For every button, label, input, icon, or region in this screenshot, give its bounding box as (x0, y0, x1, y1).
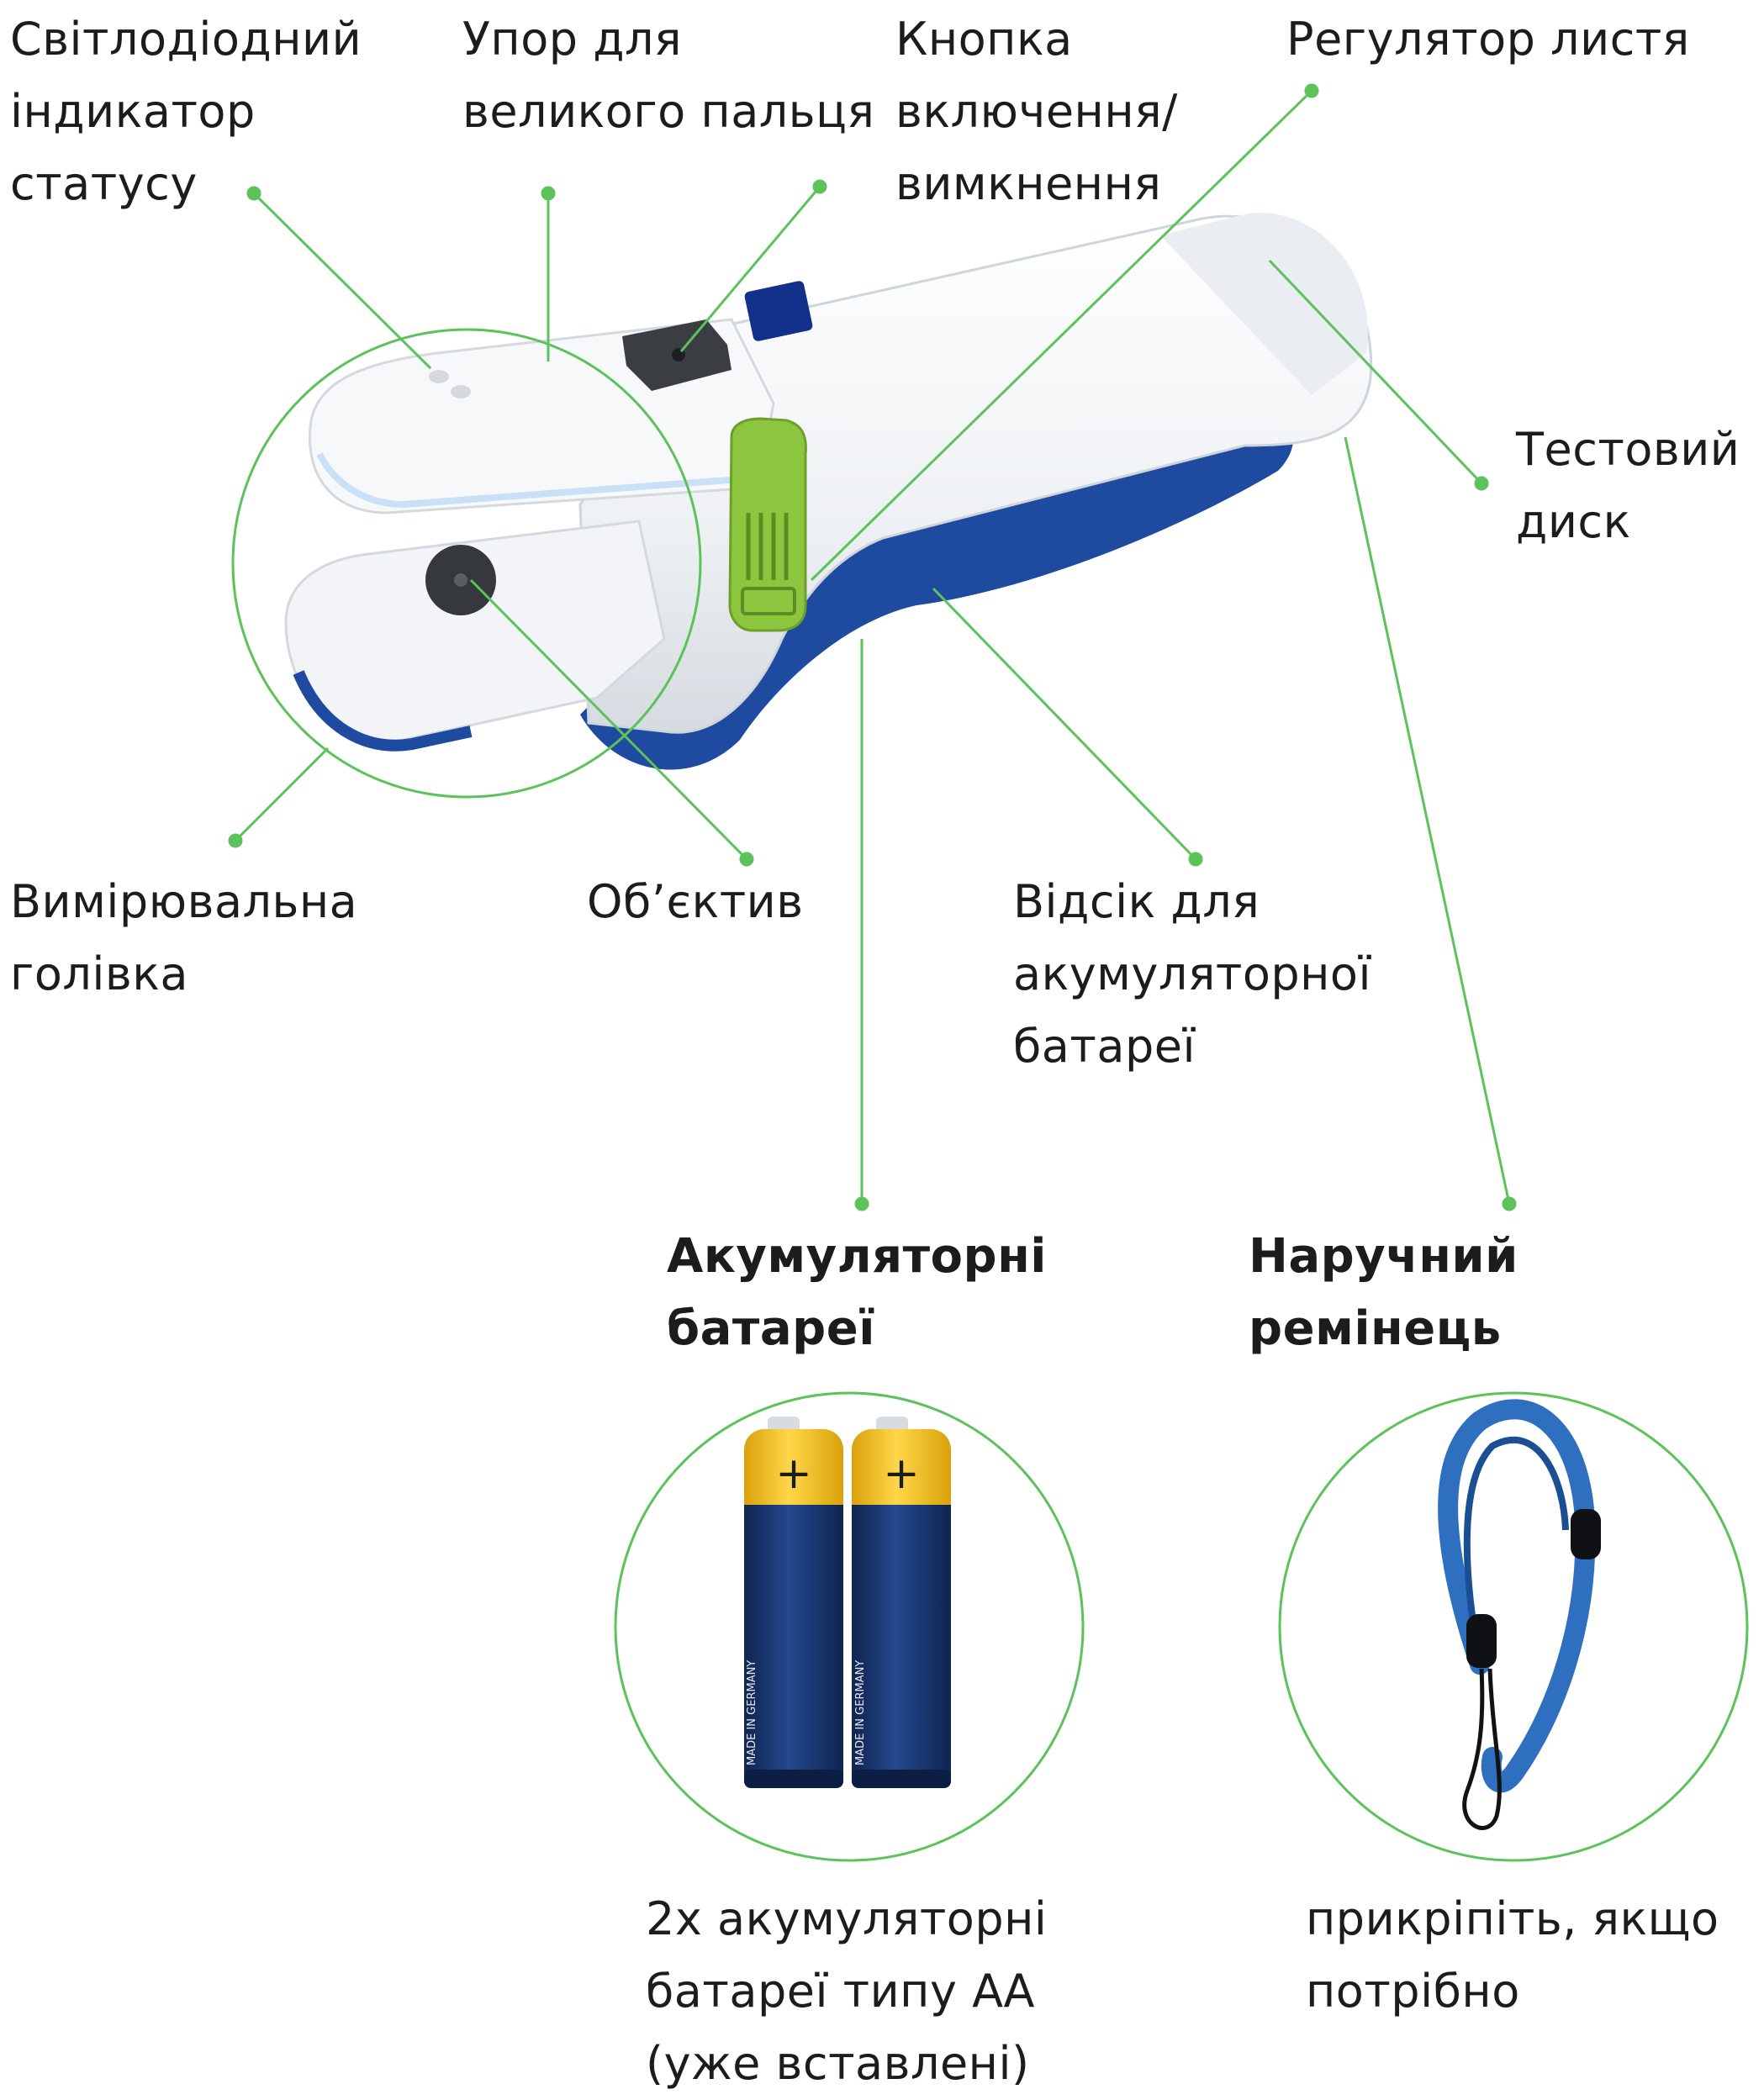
label-power-button: Кнопка включення/ вимкнення (895, 13, 1178, 210)
battery-right (852, 1417, 951, 1788)
label-thumb-rest: Упор для великого пальця (462, 13, 875, 138)
batteries-circle (614, 1391, 1085, 1862)
label-test-disc: Тестовий диск (1516, 423, 1740, 548)
led-2 (451, 385, 471, 398)
title-wrist-strap: Наручний ремінець (1249, 1229, 1518, 1356)
leader-lines (228, 83, 1517, 1211)
label-lens: Об’єктив (587, 875, 804, 928)
leaf-regulator-slot (741, 587, 796, 615)
strap-slider-upper (1571, 1509, 1601, 1559)
brand-logo (744, 281, 813, 341)
label-leaf-regulator: Регулятор листя (1286, 13, 1690, 66)
test-disc-housing (1160, 213, 1368, 395)
caption-batteries: 2x акумуляторні батареї типу АА (уже вст… (646, 1892, 1048, 2090)
n-tester-device (284, 213, 1373, 770)
strap-slider-lower (1466, 1614, 1497, 1668)
strap-loop-inner (1463, 1437, 1569, 1665)
lower-jaw-blue-edge (293, 670, 473, 752)
wrist-strap (1438, 1399, 1601, 1830)
strap-loop (1438, 1399, 1596, 1793)
title-batteries: Акумуляторні батареї (667, 1229, 1048, 1356)
battery-right-side-text: MADE IN GERMANY (854, 1660, 867, 1765)
battery-right-plus: + (883, 1448, 920, 1499)
battery-left (744, 1417, 843, 1788)
battery-left-side-text: MADE IN GERMANY (746, 1660, 758, 1765)
label-measuring-head: Вимірювальна голівка (10, 875, 358, 1000)
lens-inner (454, 573, 467, 587)
strap-circle (1278, 1391, 1749, 1862)
battery-left-plus: + (775, 1448, 812, 1499)
caption-wrist-strap: прикріпіть, якщо потрібно (1306, 1892, 1719, 2018)
upper-jaw-edge (316, 452, 741, 509)
label-battery-compartment: Відсік для акумуляторної батареї (1013, 875, 1371, 1073)
strap-cord (1462, 1668, 1502, 1830)
label-led-status-indicator: Світлодіодний індикатор статусу (10, 13, 362, 210)
leaf-regulator-ribs (746, 513, 789, 580)
led-1 (429, 370, 449, 383)
measuring-head-highlight-circle (231, 328, 702, 799)
